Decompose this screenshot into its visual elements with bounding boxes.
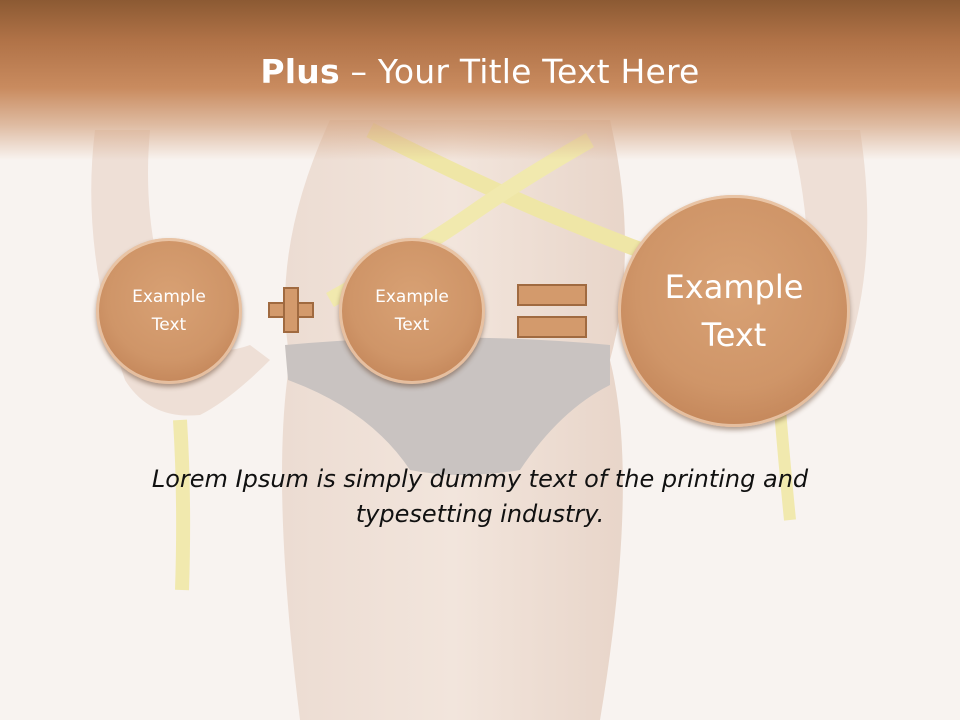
circle-middle-text: Example Text xyxy=(375,287,449,335)
title-band xyxy=(0,0,960,160)
circle-left-text: Example Text xyxy=(132,287,206,335)
title-rest: – Your Title Text Here xyxy=(339,52,700,91)
equals-icon-bottom-bar xyxy=(517,316,587,338)
slide-title: Plus – Your Title Text Here xyxy=(0,52,960,91)
circle-left: Example Text xyxy=(96,238,242,384)
circle-right: Example Text xyxy=(618,195,850,427)
equals-icon-top-bar xyxy=(517,284,587,306)
title-bold: Plus xyxy=(260,52,340,91)
circle-right-text: Example Text xyxy=(664,268,804,354)
caption: Lorem Ipsum is simply dummy text of the … xyxy=(151,465,809,528)
plus-icon-core xyxy=(285,304,297,316)
circle-middle: Example Text xyxy=(339,238,485,384)
